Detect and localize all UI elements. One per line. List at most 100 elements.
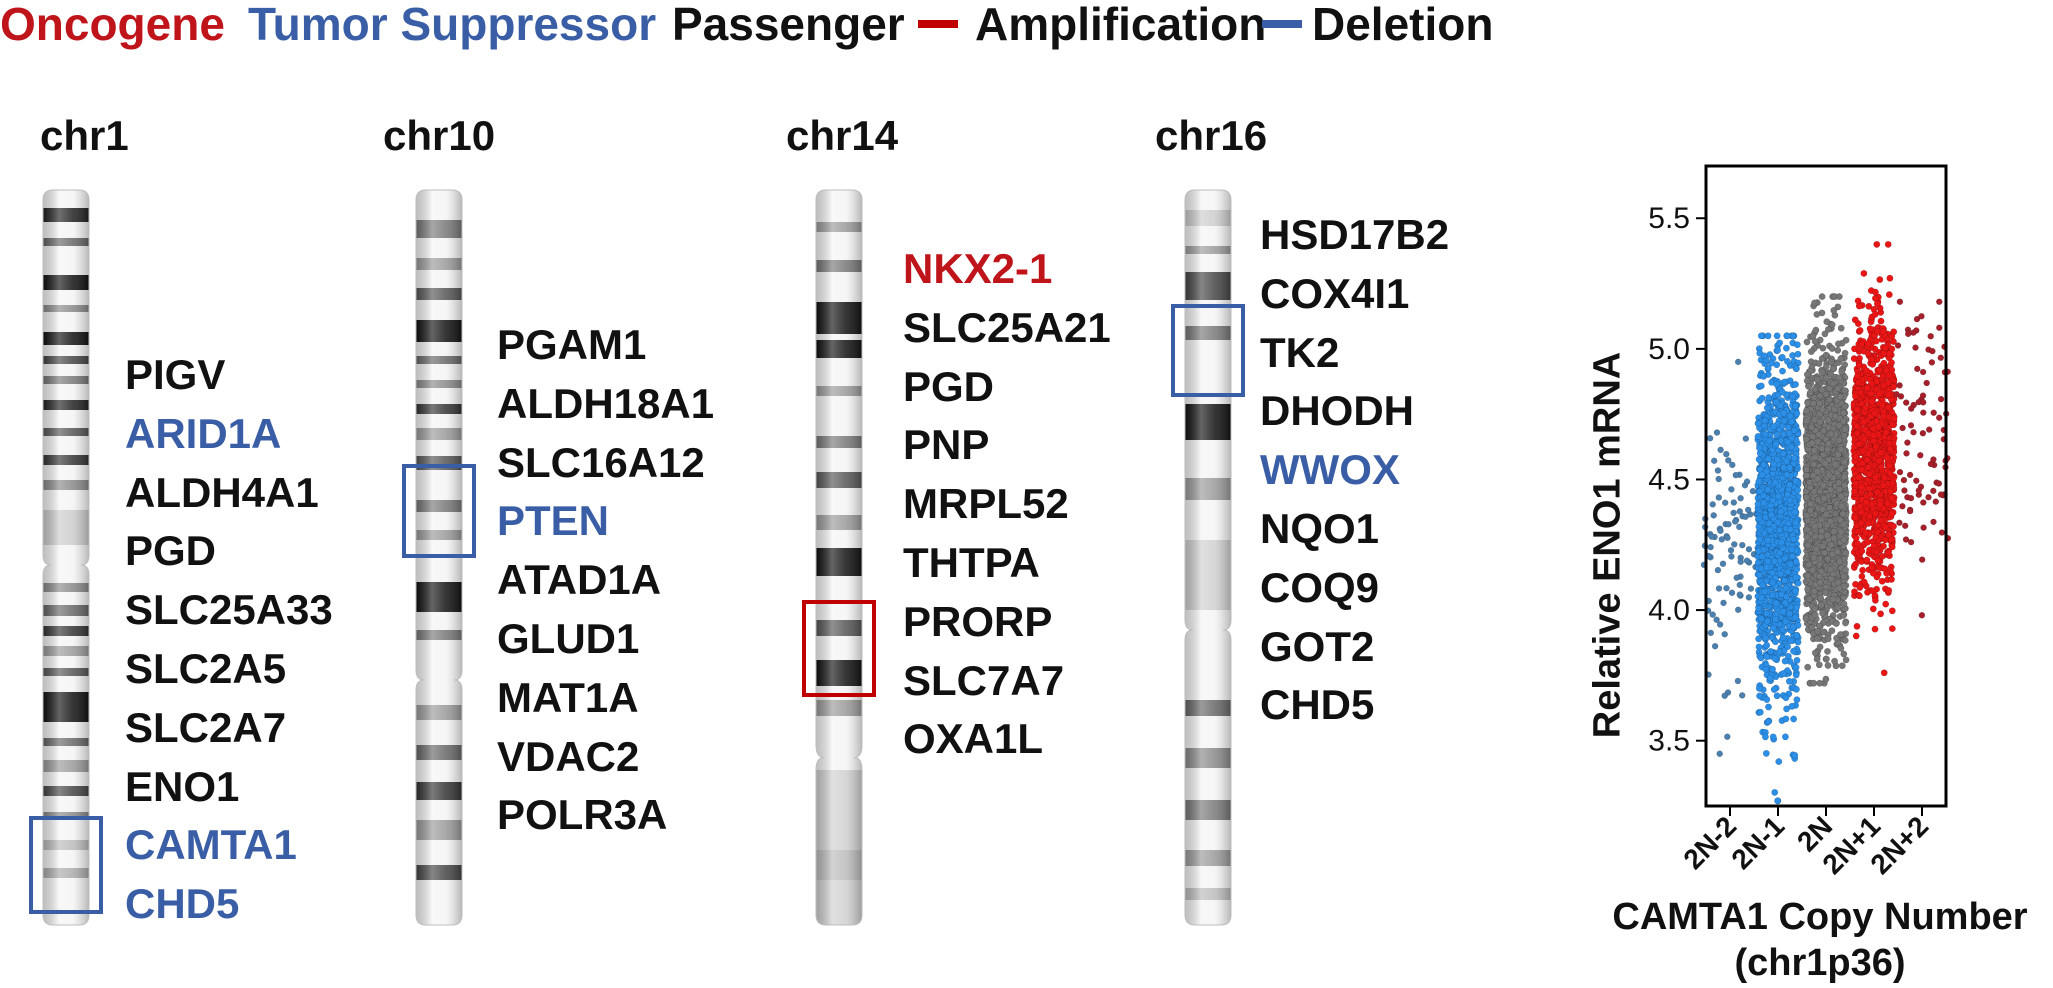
data-point (1808, 624, 1816, 632)
gene-label: PNP (903, 421, 990, 469)
data-point (1824, 648, 1831, 655)
data-point (1840, 573, 1848, 580)
data-point (1824, 635, 1832, 643)
ideogram-chr14 (802, 189, 876, 926)
data-point (1714, 467, 1722, 474)
data-point (1757, 382, 1765, 390)
data-point (1760, 352, 1768, 360)
data-point (1715, 585, 1723, 592)
data-point (1763, 641, 1771, 649)
data-point (1816, 579, 1824, 586)
data-point (1877, 317, 1885, 325)
data-point (1716, 621, 1724, 628)
legend-amplification-swatch (918, 20, 958, 28)
data-point (1715, 494, 1723, 501)
data-point (1884, 404, 1892, 411)
data-point (1736, 523, 1743, 531)
data-point (1779, 367, 1786, 375)
series-2N+1 (1850, 240, 1898, 677)
data-point (1721, 631, 1728, 638)
data-point (1736, 581, 1744, 589)
data-point (1773, 380, 1781, 388)
data-point (1791, 587, 1799, 595)
data-point (1774, 346, 1782, 354)
data-point (1835, 584, 1843, 592)
data-point (1773, 332, 1781, 340)
data-point (1728, 589, 1736, 596)
data-point (1788, 702, 1796, 710)
data-point (1768, 511, 1776, 519)
data-point (1788, 546, 1796, 553)
data-point (1876, 276, 1884, 283)
data-point (1819, 609, 1826, 617)
data-point (1888, 543, 1896, 551)
data-point (1770, 423, 1778, 430)
data-point (1794, 579, 1802, 587)
data-point (1791, 751, 1799, 759)
data-point (1810, 446, 1818, 454)
data-point (1715, 475, 1722, 483)
data-point (1807, 500, 1815, 508)
data-point (1764, 455, 1772, 463)
data-point (1809, 399, 1817, 407)
data-point (1810, 554, 1818, 561)
data-point (1832, 620, 1840, 627)
data-point (1808, 439, 1816, 447)
data-point (1794, 486, 1802, 494)
gene-label: VDAC2 (497, 732, 640, 780)
data-point (1786, 496, 1794, 504)
data-point (1803, 417, 1811, 425)
data-point (1772, 440, 1780, 448)
gene-label: PGD (903, 362, 995, 410)
data-point (1778, 388, 1786, 396)
data-point (1772, 615, 1779, 623)
data-point (1718, 536, 1726, 543)
gene-label: THTPA (903, 539, 1040, 586)
data-point (1724, 534, 1731, 542)
gene-label: PIGV (125, 351, 226, 398)
data-point (1823, 655, 1830, 663)
data-point (1842, 566, 1850, 574)
data-point (1803, 407, 1810, 415)
data-point (1823, 511, 1830, 518)
data-point (1860, 269, 1868, 277)
series-2N (1802, 293, 1850, 687)
data-point (1835, 374, 1843, 382)
gene-label: GLUD1 (497, 615, 640, 662)
data-point (1871, 625, 1879, 633)
data-point (1789, 623, 1797, 631)
data-point (1818, 293, 1826, 300)
data-point (1765, 437, 1773, 445)
data-point (1852, 453, 1860, 461)
data-point (1721, 692, 1728, 699)
data-point (1774, 797, 1782, 805)
data-point (1793, 656, 1801, 664)
gene-label: ALDH18A1 (497, 379, 715, 427)
gene-label: SLC25A21 (903, 303, 1111, 351)
data-point (1781, 577, 1789, 584)
data-point (1769, 665, 1776, 673)
data-point (1835, 485, 1843, 493)
data-point (1775, 492, 1783, 500)
data-point (1766, 674, 1774, 682)
gene-label: DHODH (1260, 387, 1414, 435)
data-point (1780, 464, 1788, 471)
data-point (1776, 339, 1784, 347)
data-point (1884, 240, 1892, 248)
data-point (1785, 519, 1792, 527)
data-point (1734, 677, 1742, 685)
data-point (1880, 669, 1888, 677)
data-point (1723, 450, 1730, 458)
data-point (1792, 519, 1800, 527)
gene-label: PGAM1 (497, 321, 647, 368)
data-point (1761, 529, 1768, 537)
data-point (1883, 454, 1891, 462)
data-point (1834, 346, 1842, 354)
data-point (1828, 627, 1836, 635)
legend-passenger: Passenger (672, 0, 905, 50)
data-point (1776, 526, 1784, 534)
data-point (1824, 445, 1832, 453)
data-point (1837, 355, 1845, 363)
data-point (1824, 416, 1832, 424)
